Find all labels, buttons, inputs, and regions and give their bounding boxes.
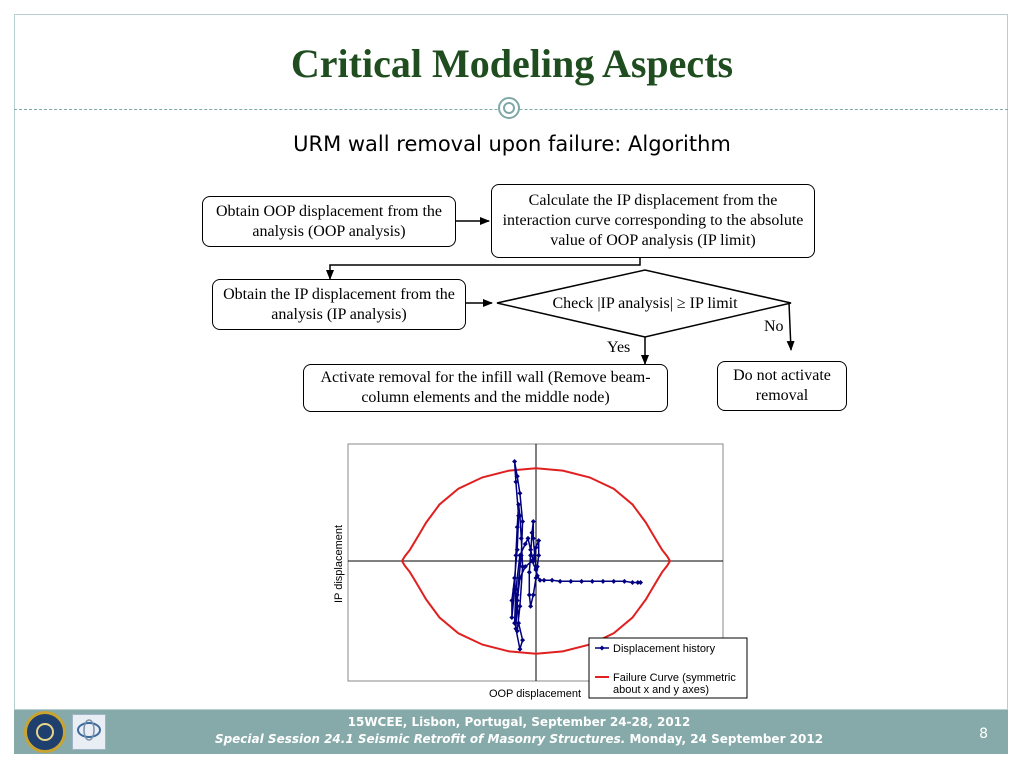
box-obtain-oop: Obtain OOP displacement from the analysi… [202,196,456,247]
history-point [516,502,522,507]
history-point [514,598,520,604]
legend-history-label: Displacement history [613,643,716,655]
history-point [589,578,595,584]
history-point [517,513,523,519]
decision-label: Check |IP analysis| ≥ IP limit [552,295,738,312]
history-point [528,603,534,609]
footer-session-title: Special Session 24.1 Seismic Retrofit of… [214,732,626,746]
history-point [621,578,627,584]
history-point [522,564,528,570]
history-point [518,535,524,541]
history-point [517,575,523,581]
history-point [579,578,585,584]
history-point [530,535,536,541]
history-point [629,579,635,585]
history-point [512,575,518,581]
history-point [549,577,555,583]
history-point [517,603,523,609]
failure-curve-line [400,467,672,655]
slide-frame [14,14,1008,710]
history-point [532,552,538,558]
footer-session-date: Monday, 24 September 2012 [625,732,824,746]
history-point [516,620,522,626]
history-point [513,552,519,558]
history-point [635,579,641,585]
history-point [522,541,528,547]
footer-conference: 15WCEE, Lisbon, Portugal, September 24-2… [347,715,691,729]
history-point [509,598,515,604]
box-calculate-ip-limit: Calculate the IP displacement from the i… [491,184,815,258]
footer-session: Special Session 24.1 Seismic Retrofit of… [14,732,1024,746]
history-point [537,577,543,583]
footer-bar: 15WCEE, Lisbon, Portugal, September 24-2… [14,710,1008,754]
history-point [512,620,518,626]
interaction-chart: OOP displacement IP displacementDisplacem… [333,443,748,700]
history-point [533,544,539,550]
slide-subtitle: URM wall removal upon failure: Algorithm [293,132,731,156]
box-obtain-ip-analysis: Obtain the IP displacement from the anal… [212,279,466,330]
history-point [638,579,644,585]
y-axis-label: IP displacement [333,525,345,603]
history-point [514,592,520,598]
history-point [520,637,526,643]
history-point [534,564,540,570]
history-point [513,586,519,592]
box-do-not-activate: Do not activate removal [717,361,847,411]
university-seal-icon [24,711,66,753]
slide-title: Critical Modeling Aspects [290,41,734,86]
history-point [528,552,534,558]
history-point [514,473,520,479]
history-point [514,628,520,634]
history-point [520,518,526,524]
box-activate-removal: Activate removal for the infill wall (Re… [303,364,668,412]
page-number: 8 [979,726,988,742]
history-point [611,578,617,584]
x-axis-label: OOP displacement [489,688,581,700]
history-point [525,535,531,541]
history-point [530,592,536,598]
circle-ornament-icon [498,97,520,119]
history-point [541,577,547,583]
legend-box [588,637,748,699]
history-point [528,547,534,553]
history-point [557,578,563,584]
history-point [509,615,515,620]
history-point [513,479,519,485]
history-point [526,569,532,575]
history-point [517,552,523,558]
history-point [520,564,526,570]
history-point [513,626,519,632]
history-point [512,459,518,465]
history-point [514,524,520,530]
history-point [529,530,535,536]
history-point [568,578,574,584]
history-point [514,547,520,553]
legend-history-marker [599,645,605,651]
label-yes: Yes [607,339,631,356]
label-no: No [764,318,784,335]
history-point [600,578,606,584]
history-point [533,566,539,572]
history-point [517,646,523,652]
history-point [530,558,536,564]
conference-logo-icon [72,714,106,750]
history-point [534,573,540,579]
history-point [517,490,523,496]
history-point [530,518,536,524]
history-point [536,552,542,558]
history-point [536,538,542,544]
history-point [526,592,532,598]
